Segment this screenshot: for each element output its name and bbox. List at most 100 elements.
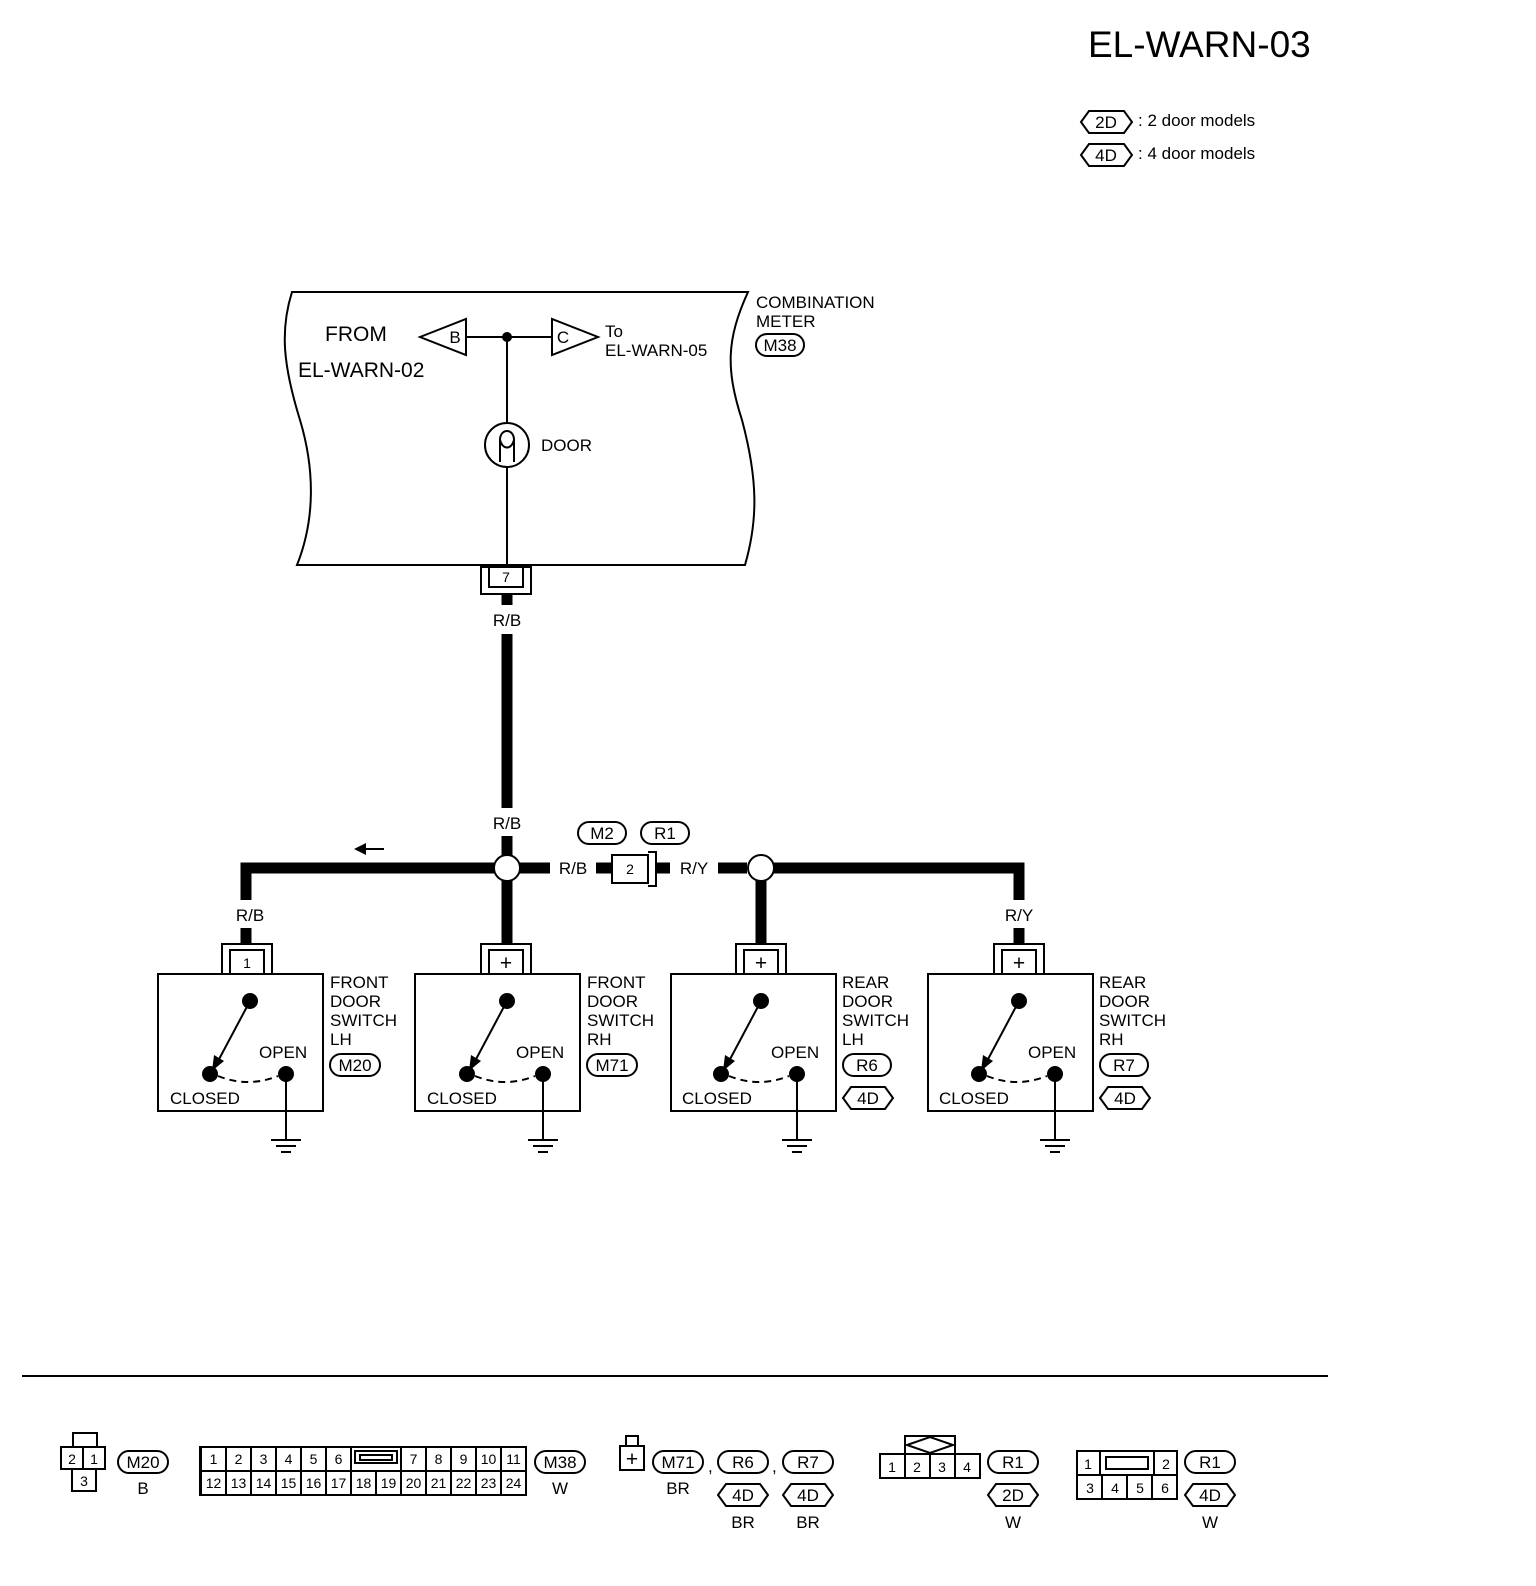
- switch-connector-label: M71: [595, 1056, 628, 1075]
- r1-2d-pin: 3: [938, 1459, 946, 1475]
- m38-pin: 2: [235, 1451, 243, 1467]
- m38-pin: 7: [410, 1451, 418, 1467]
- switch-name-line4: RH: [587, 1030, 612, 1049]
- group-model3: 4D: [797, 1486, 819, 1505]
- switch-name-line4: LH: [842, 1030, 864, 1049]
- front-door-switch-rh: + OPEN CLOSED FRONT DOOR SWITCH RH M71: [414, 943, 654, 1153]
- junction-connector-r1: R1: [654, 824, 676, 843]
- m38-pin-cell: [375, 1470, 402, 1496]
- m38-pin: 5: [310, 1451, 318, 1467]
- meter-connector-tag: M38: [755, 333, 805, 357]
- r1-2d-pin: 1: [888, 1459, 896, 1475]
- meter-pin-7: 7: [480, 566, 532, 595]
- group-sep2: ,: [772, 1457, 777, 1476]
- group-color3: BR: [796, 1513, 820, 1532]
- switch-name-line2: DOOR: [842, 992, 893, 1011]
- switch-name-line1: FRONT: [587, 973, 646, 992]
- switch-connector-label: M20: [338, 1056, 371, 1075]
- m38-pin-cell: [450, 1470, 477, 1496]
- switch-name-line2: DOOR: [330, 992, 381, 1011]
- to-label: To: [605, 322, 623, 341]
- r1-4d-pin: 5: [1136, 1480, 1144, 1496]
- switch-connector-label: R6: [856, 1056, 878, 1075]
- lamp-label: DOOR: [541, 436, 592, 455]
- m38-pin: 12: [206, 1475, 222, 1491]
- switch-name-line4: RH: [1099, 1030, 1124, 1049]
- m38-pin-cell: [500, 1446, 527, 1472]
- wire-label-rb-lh: R/B: [236, 906, 264, 925]
- page-title: EL-WARN-03: [1088, 24, 1311, 65]
- wire-label-ry-rh: R/Y: [1005, 906, 1033, 925]
- m38-pin-cell: [275, 1470, 302, 1496]
- from-arrow-b-label: B: [449, 328, 460, 347]
- switch-open-label: OPEN: [516, 1043, 564, 1062]
- r1-4d-pin: 3: [1086, 1480, 1094, 1496]
- switch-closed-label: CLOSED: [682, 1089, 752, 1108]
- r1-2d-model: 2D: [1002, 1486, 1024, 1505]
- m38-pin: 20: [406, 1475, 422, 1491]
- switch-model-label: 4D: [857, 1089, 879, 1108]
- switch-name-line1: REAR: [842, 973, 889, 992]
- m20-color: B: [137, 1479, 148, 1498]
- door-warning-lamp-icon: [484, 422, 530, 468]
- ground-icon: [271, 1139, 301, 1153]
- m38-pin-cell: [500, 1470, 527, 1496]
- legend-2d-desc: : 2 door models: [1138, 111, 1255, 130]
- m38-color: W: [552, 1479, 568, 1498]
- switch-name-line3: SWITCH: [842, 1011, 909, 1030]
- r1-2d-pin: 4: [963, 1459, 971, 1475]
- wire-label-ry-junction: R/Y: [680, 859, 708, 878]
- legend-4d: 4D : 4 door models: [1079, 143, 1255, 167]
- splice-ry: [747, 854, 775, 882]
- r1-2d-id: R1: [1002, 1453, 1024, 1472]
- m38-pin-cell: [250, 1470, 277, 1496]
- m38-pin: 10: [481, 1451, 497, 1467]
- r1-2d-color: W: [1005, 1513, 1021, 1532]
- m38-pin: 21: [431, 1475, 447, 1491]
- group-symbol: +: [626, 1448, 638, 1471]
- m38-pin: 17: [331, 1475, 347, 1491]
- m38-pin: 24: [506, 1475, 522, 1491]
- group-color1: BR: [666, 1479, 690, 1498]
- m38-pin-cell: [350, 1470, 377, 1496]
- to-arrow-c-label: C: [557, 328, 569, 347]
- wire-label-rb-junction: R/B: [559, 859, 587, 878]
- switch-closed-label: CLOSED: [427, 1089, 497, 1108]
- m38-pin: 15: [281, 1475, 297, 1491]
- to-arrow-c: [551, 317, 601, 357]
- m38-pin-cell: [300, 1446, 327, 1472]
- switch-name-line1: REAR: [1099, 973, 1146, 992]
- junction-connector: M2 R1 2: [577, 821, 690, 887]
- switch-open-label: OPEN: [1028, 1043, 1076, 1062]
- r1-4d-pin: 1: [1084, 1456, 1092, 1472]
- m38-pin: 13: [231, 1475, 247, 1491]
- r1-4d-id: R1: [1199, 1453, 1221, 1472]
- wire-label-rb-mid: R/B: [493, 814, 521, 833]
- from-page-label: EL-WARN-02: [298, 359, 424, 382]
- group-id2: R6: [732, 1453, 754, 1472]
- r1-4d-color: W: [1202, 1513, 1218, 1532]
- r1-4d-model: 4D: [1199, 1486, 1221, 1505]
- group-sep1: ,: [708, 1457, 713, 1476]
- m38-pin: 3: [260, 1451, 268, 1467]
- legend-4d-tag: 4D: [1095, 146, 1117, 165]
- r1-2d-pin: 2: [913, 1459, 921, 1475]
- ground-icon: [1040, 1139, 1070, 1153]
- m38-pin: 23: [481, 1475, 497, 1491]
- m38-pin: 1: [210, 1451, 218, 1467]
- switch-open-label: OPEN: [771, 1043, 819, 1062]
- switch-pin-label: +: [755, 952, 767, 975]
- switch-name-line1: FRONT: [330, 973, 389, 992]
- switch-name-line2: DOOR: [1099, 992, 1150, 1011]
- m38-pin-cell: [400, 1470, 427, 1496]
- legend-2d-tag: 2D: [1095, 113, 1117, 132]
- connector-face-m20: 2 1 3 M20 B: [60, 1432, 169, 1498]
- switch-model-label: 4D: [1114, 1089, 1136, 1108]
- legend-4d-desc: : 4 door models: [1138, 144, 1255, 163]
- group-model2: 4D: [732, 1486, 754, 1505]
- switch-name-line3: SWITCH: [330, 1011, 397, 1030]
- switch-name-line3: SWITCH: [587, 1011, 654, 1030]
- group-id1: M71: [661, 1453, 694, 1472]
- switch-connector-label: R7: [1113, 1056, 1135, 1075]
